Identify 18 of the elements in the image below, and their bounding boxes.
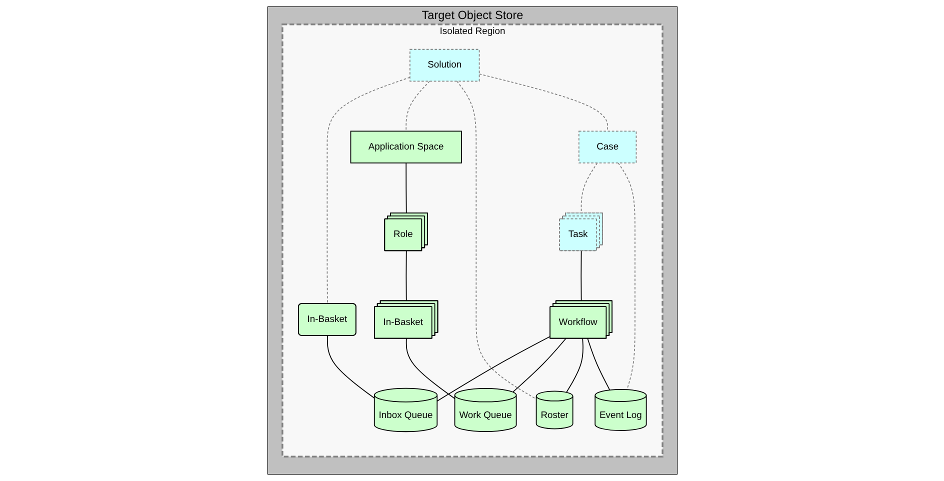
connector [586, 338, 610, 390]
connector [580, 162, 598, 214]
node-box: Application Space [350, 130, 462, 164]
node-box: Solution [409, 48, 480, 82]
connector [326, 76, 410, 304]
node-box: Case [578, 130, 636, 164]
connector [405, 80, 430, 132]
connector [617, 162, 635, 390]
connector [436, 336, 550, 402]
connector [512, 338, 566, 393]
connector [478, 74, 608, 132]
connector [405, 338, 455, 400]
connector [456, 80, 536, 400]
connector [405, 250, 406, 302]
connector [566, 338, 583, 393]
connector [580, 250, 582, 302]
connector [405, 162, 406, 214]
connector [326, 335, 374, 399]
